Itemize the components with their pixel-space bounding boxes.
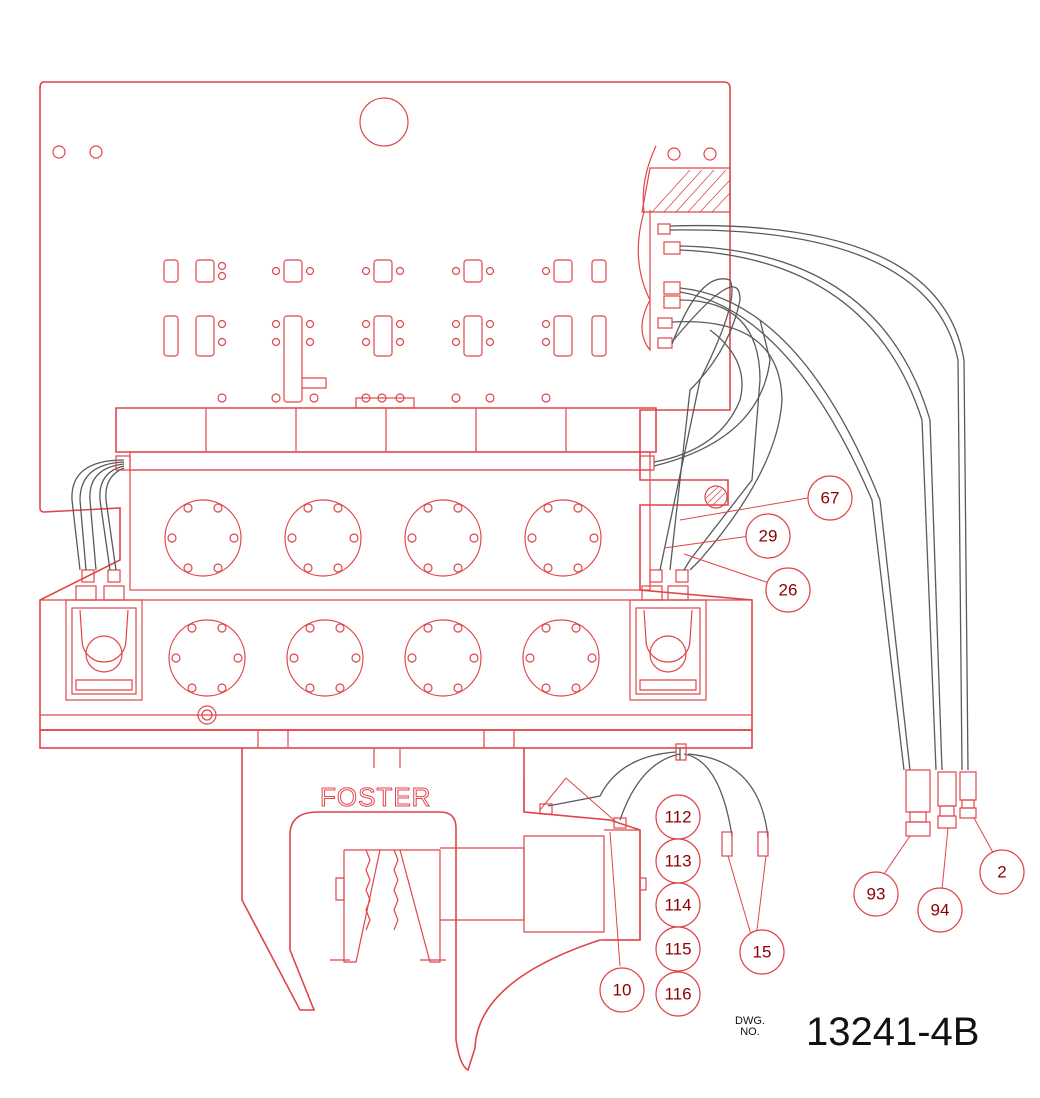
svg-text:93: 93 (867, 885, 886, 904)
svg-text:113: 113 (664, 852, 691, 871)
svg-text:94: 94 (931, 901, 950, 920)
callout-94: 94 (917, 887, 963, 933)
callout-112: 112 (655, 794, 701, 840)
dwg-number-label: DWG. NO. (730, 1016, 770, 1038)
callout-116: 116 (655, 971, 701, 1017)
svg-text:15: 15 (753, 943, 772, 962)
pod-1 (164, 499, 242, 577)
svg-text:10: 10 (613, 981, 632, 1000)
callout-2: 2 (979, 849, 1025, 895)
dwg-label-line1: DWG. (735, 1015, 765, 1027)
svg-text:115: 115 (664, 940, 691, 959)
guide-block-grid (163, 259, 607, 409)
svg-text:2: 2 (997, 863, 1006, 882)
svg-text:67: 67 (821, 489, 840, 508)
pod-3 (404, 499, 482, 577)
callout-113: 113 (655, 838, 701, 884)
right-motor-housing (629, 569, 707, 701)
pod-body (40, 407, 752, 725)
pod-6 (286, 619, 364, 697)
lower-clamp-assembly: FOSTER (39, 729, 753, 1072)
callout-15: 15 (739, 929, 785, 975)
pod-7 (404, 619, 482, 697)
svg-text:29: 29 (759, 527, 778, 546)
callout-93: 93 (853, 871, 899, 917)
pod-5 (168, 619, 246, 697)
svg-text:116: 116 (664, 985, 691, 1004)
left-motor-housing (65, 569, 143, 701)
dwg-number: 13241-4B (806, 1010, 980, 1054)
callout-10: 10 (599, 967, 645, 1013)
callout-29: 29 (745, 513, 791, 559)
dwg-label-line2: NO. (740, 1026, 760, 1038)
cable-harness (71, 223, 977, 857)
callout-115: 115 (655, 926, 701, 972)
callout-26: 26 (765, 567, 811, 613)
pod-2 (284, 499, 362, 577)
callout-114: 114 (655, 882, 701, 928)
leader-lines (539, 497, 997, 967)
svg-text:112: 112 (664, 808, 691, 827)
pod-8 (522, 619, 600, 697)
svg-text:26: 26 (779, 581, 798, 600)
svg-text:114: 114 (664, 896, 691, 915)
brand-text: FOSTER (320, 782, 431, 812)
pod-4 (524, 499, 602, 577)
callout-67: 67 (807, 475, 853, 521)
upper-plate (39, 81, 753, 731)
